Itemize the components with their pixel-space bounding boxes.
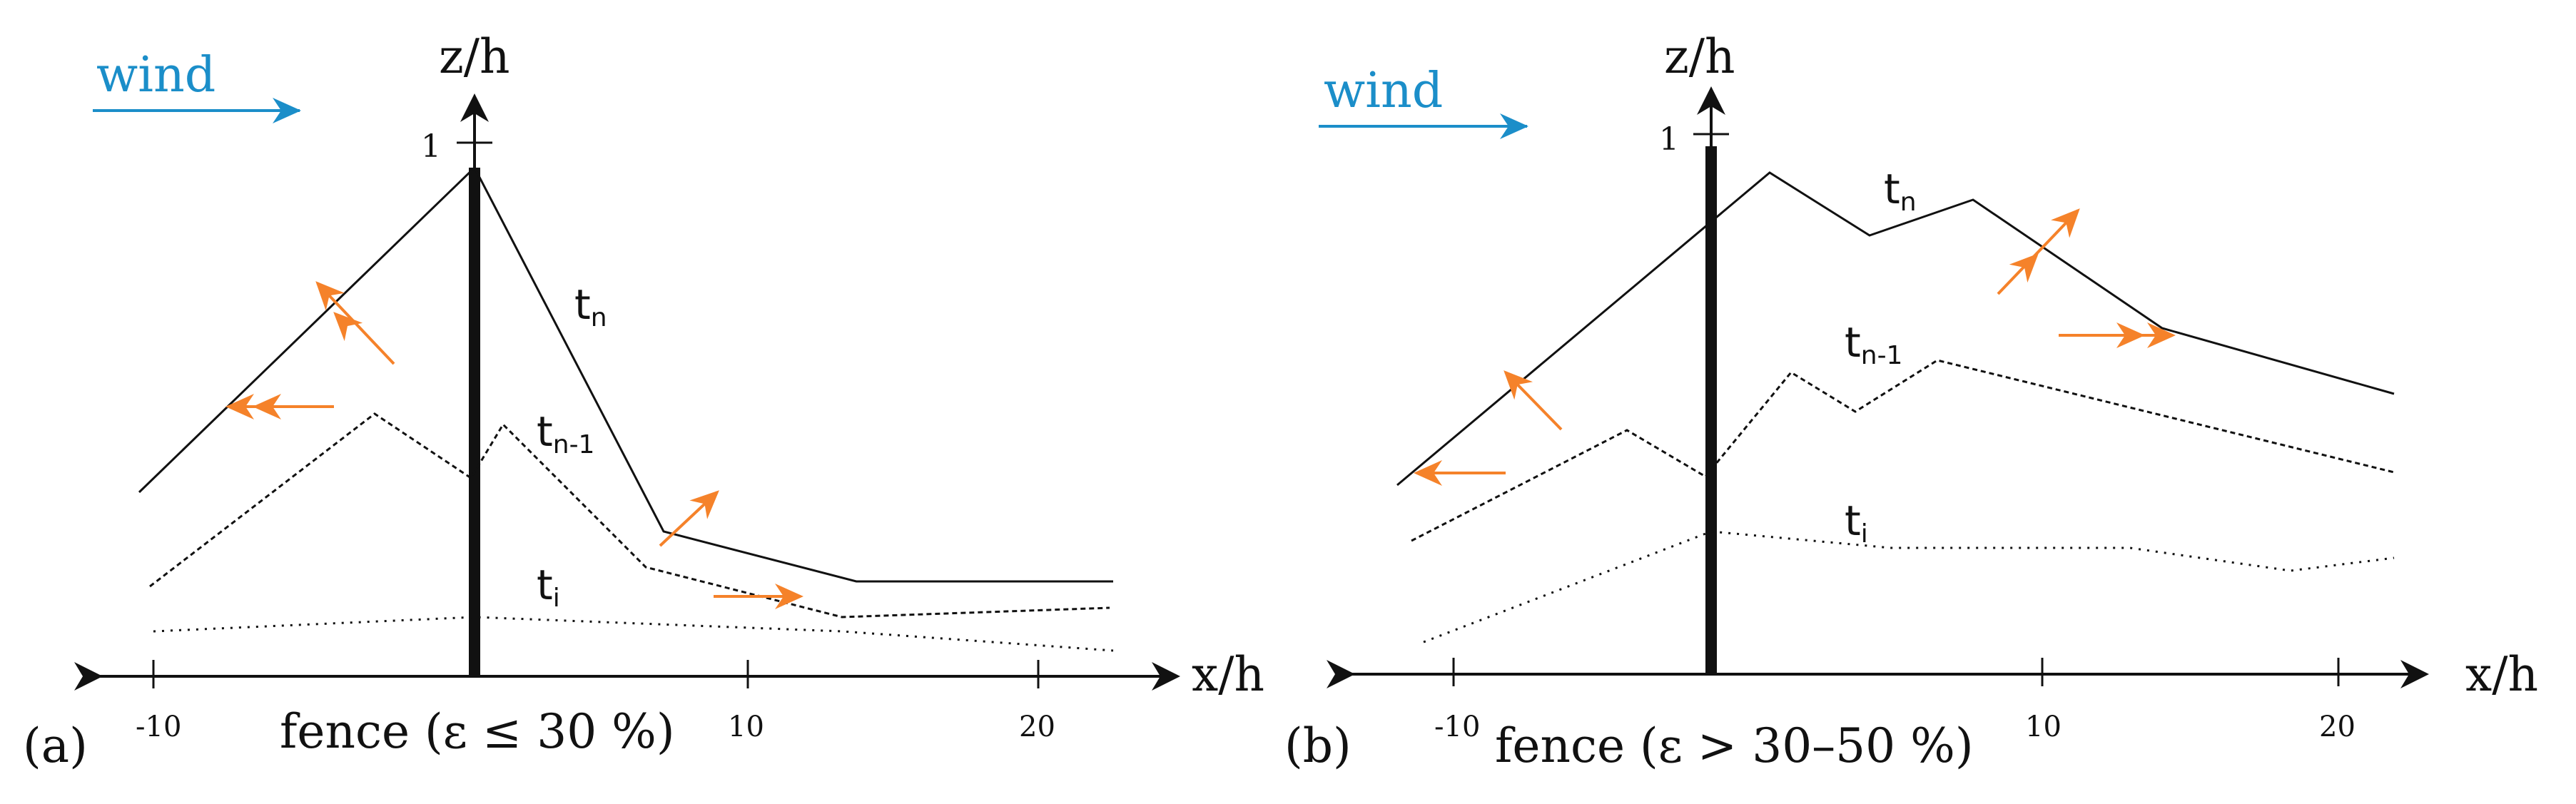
fence-caption: fence (ε ≤ 30 %) [280,704,675,759]
z-tick-label: 1 [1659,121,1679,158]
flow-arrow [315,281,395,365]
fence-post [469,168,480,678]
fence-caption: fence (ε > 30–50 %) [1495,718,1974,773]
flow-arrow [2009,253,2039,283]
flow-arrow [1503,370,1563,431]
flow-arrow [659,490,719,547]
flow-arrow [333,312,363,342]
x-tick-label: -10 [1434,711,1480,743]
z-axis-label: z/h [1664,29,1735,84]
curve-tn [138,166,1113,583]
z-tick-label: 1 [421,128,441,165]
curve-label-tn: tn [574,280,607,332]
curve-label-ti: ti [537,561,560,613]
x-tick-label: 10 [2025,711,2062,743]
z-axis-label: z/h [439,29,510,84]
curve-label-tn-1: tn-1 [537,407,594,459]
x-tick-label: 20 [2319,711,2356,743]
flow-arrow [1997,208,2080,295]
curve-tn-1 [149,412,1110,619]
wind-label: wind [96,47,215,103]
panel-label: (b) [1284,718,1352,773]
curve-ti [1423,530,2395,643]
panel-label: (a) [23,718,88,773]
x-tick-label: -10 [136,711,181,743]
curve-label-tn-1: tn-1 [1845,318,1902,370]
panel-b: wind -10 10 20 x/h 1 z/h tn tn-1 ti (b) … [1284,29,2538,773]
curve-ti [153,616,1114,652]
curve-tn [1396,171,2395,487]
wind-label: wind [1324,63,1443,119]
x-tick-label: 10 [728,711,764,743]
x-tick-label: 20 [1019,711,1055,743]
curve-label-ti: ti [1845,497,1868,549]
x-axis-label: x/h [1192,647,1264,702]
x-axis-label: x/h [2465,647,2538,702]
curve-tn-1 [1411,359,2395,542]
curve-label-tn: tn [1884,165,1917,217]
fence-post [1705,146,1717,674]
panel-a: wind -10 10 20 x/h 1 z/h tn tn-1 ti (a) [23,29,1264,773]
